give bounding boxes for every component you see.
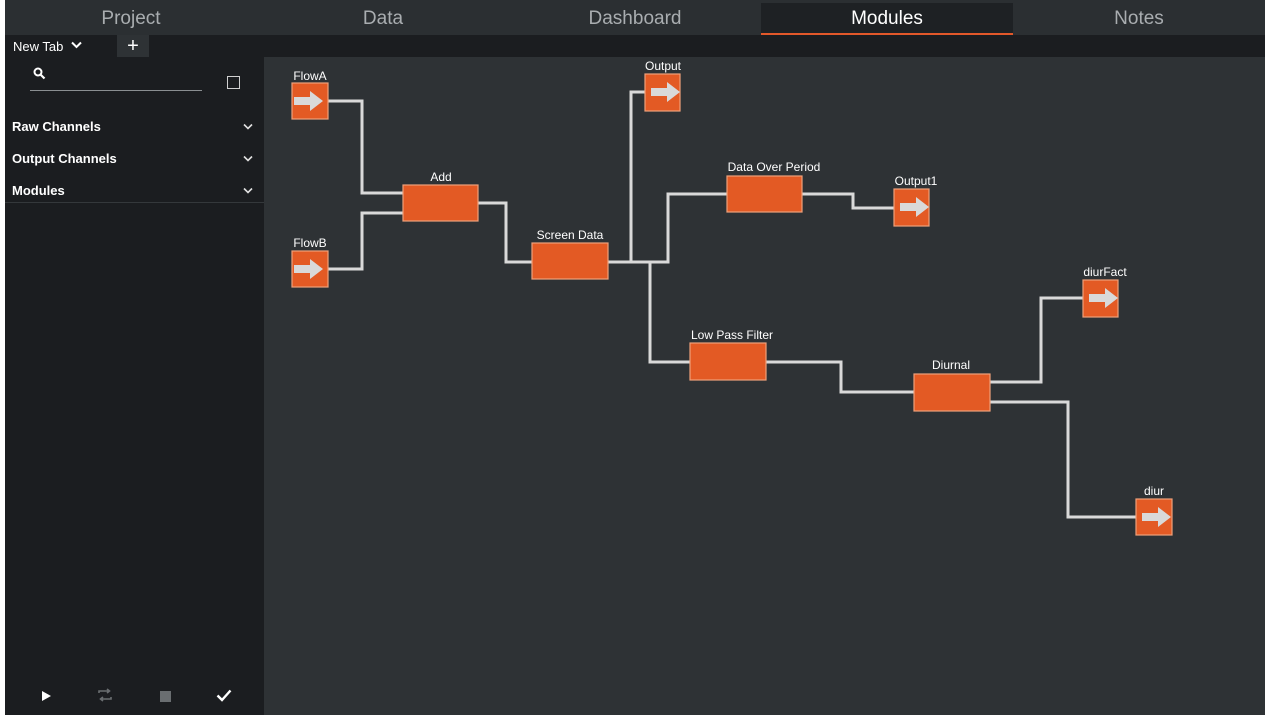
arrow-right-icon bbox=[1142, 507, 1171, 527]
wire-flowb-add bbox=[328, 211, 403, 271]
arrow-right-icon bbox=[900, 197, 929, 217]
check-icon[interactable] bbox=[213, 686, 235, 708]
chevron-down-icon[interactable] bbox=[243, 151, 253, 165]
wire-screen-lowpass bbox=[608, 260, 690, 364]
tab-modules[interactable]: Modules bbox=[761, 3, 1013, 35]
sidebar-item-raw-channels[interactable]: Raw Channels bbox=[5, 113, 264, 145]
app-window: Project Data Dashboard Modules Notes New… bbox=[5, 0, 1265, 715]
sidebar-item-modules[interactable]: Modules bbox=[5, 177, 264, 209]
wire-screen-output bbox=[608, 90, 645, 264]
chevron-down-icon[interactable] bbox=[71, 40, 83, 52]
wire-diurnal-diur bbox=[990, 400, 1136, 519]
node-label: Diurnal bbox=[932, 358, 970, 372]
search-icon bbox=[33, 67, 46, 83]
node-diurnal[interactable]: Diurnal bbox=[913, 358, 991, 412]
sub-tab-bar: New Tab + bbox=[5, 35, 1265, 57]
wire-screen-dataoverperiod bbox=[608, 192, 727, 264]
node-label: Screen Data bbox=[537, 228, 604, 242]
node-add[interactable]: Add bbox=[402, 170, 479, 222]
node-flowa[interactable]: FlowA bbox=[291, 69, 329, 120]
node-data-over-period[interactable]: Data Over Period bbox=[726, 160, 821, 213]
sidebar-item-label: Modules bbox=[12, 183, 65, 198]
play-icon[interactable] bbox=[35, 686, 57, 708]
arrow-right-icon bbox=[294, 91, 323, 111]
chevron-down-icon[interactable] bbox=[243, 183, 253, 197]
chevron-down-icon[interactable] bbox=[243, 119, 253, 133]
wire-dop-output1 bbox=[802, 192, 894, 210]
tab-dashboard[interactable]: Dashboard bbox=[588, 8, 682, 29]
wire-flowa-add bbox=[328, 99, 403, 195]
repeat-icon[interactable] bbox=[94, 686, 116, 708]
node-label: Add bbox=[430, 170, 451, 184]
sidebar: Raw Channels Output Channels Modules bbox=[5, 57, 264, 715]
arrow-right-icon bbox=[651, 82, 680, 102]
node-diurfact[interactable]: diurFact bbox=[1082, 265, 1127, 318]
sidebar-item-label: Raw Channels bbox=[12, 119, 101, 134]
module-graph-canvas[interactable]: FlowA FlowB Add Screen Data bbox=[264, 57, 1265, 715]
wire-add-screen bbox=[478, 201, 532, 264]
node-label: diur bbox=[1144, 484, 1164, 498]
node-output1[interactable]: Output1 bbox=[893, 174, 938, 227]
add-tab-button[interactable]: + bbox=[117, 35, 149, 57]
tab-data[interactable]: Data bbox=[362, 8, 404, 29]
node-screen-data[interactable]: Screen Data bbox=[531, 228, 609, 280]
node-label: Output bbox=[645, 59, 682, 73]
node-label: FlowB bbox=[293, 236, 326, 250]
node-flowb[interactable]: FlowB bbox=[291, 236, 329, 288]
sidebar-item-label: Output Channels bbox=[12, 151, 117, 166]
subtab-new-tab[interactable]: New Tab bbox=[13, 35, 83, 57]
node-diur[interactable]: diur bbox=[1135, 484, 1173, 536]
graph-wires bbox=[328, 90, 1136, 519]
arrow-right-icon bbox=[1089, 288, 1118, 308]
node-output[interactable]: Output bbox=[644, 59, 682, 112]
node-label: Output1 bbox=[895, 174, 938, 188]
search-field[interactable] bbox=[30, 67, 202, 91]
main-tab-bar: Project Data Dashboard Modules Notes bbox=[5, 0, 1265, 35]
tab-notes[interactable]: Notes bbox=[1114, 8, 1164, 29]
sidebar-divider bbox=[5, 202, 264, 203]
wire-diurnal-diurfact bbox=[990, 296, 1083, 384]
wire-lowpass-diurnal bbox=[766, 360, 914, 394]
tab-project[interactable]: Project bbox=[101, 8, 161, 29]
select-all-checkbox[interactable] bbox=[227, 76, 240, 89]
sidebar-item-output-channels[interactable]: Output Channels bbox=[5, 145, 264, 177]
run-controls bbox=[5, 682, 264, 712]
node-label: Low Pass Filter bbox=[691, 328, 773, 342]
node-label: FlowA bbox=[293, 69, 326, 83]
subtab-label: New Tab bbox=[13, 38, 64, 54]
node-label: diurFact bbox=[1083, 265, 1127, 279]
arrow-right-icon bbox=[294, 259, 323, 279]
node-label: Data Over Period bbox=[728, 160, 821, 174]
stop-icon[interactable] bbox=[154, 686, 176, 708]
node-low-pass-filter[interactable]: Low Pass Filter bbox=[689, 328, 773, 381]
